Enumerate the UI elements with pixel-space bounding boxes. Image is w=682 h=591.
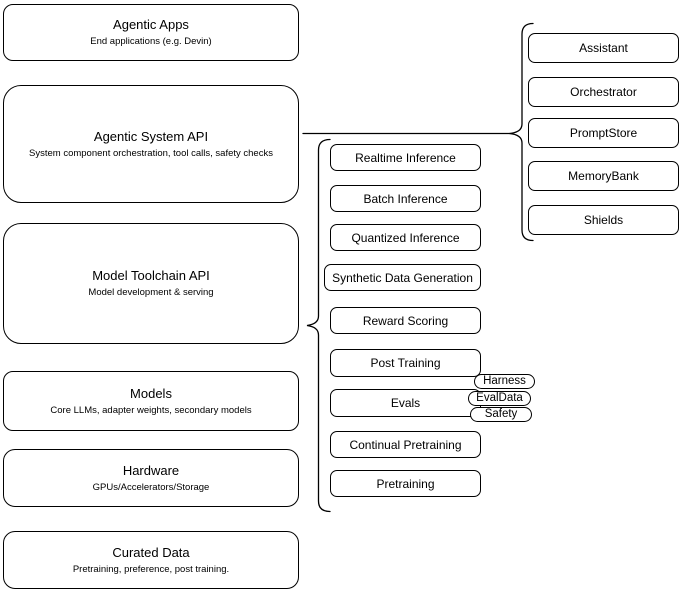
box-agentic-system-api-subtitle: System component orchestration, tool cal… [29, 147, 273, 159]
box-realtime-inference: Realtime Inference [330, 144, 481, 171]
pill-harness: Harness [474, 374, 535, 389]
box-pretraining: Pretraining [330, 470, 481, 497]
box-continual-pretraining-label: Continual Pretraining [349, 437, 462, 452]
box-memorybank: MemoryBank [528, 161, 679, 191]
box-models: Models Core LLMs, adapter weights, secon… [3, 371, 299, 431]
box-post-training: Post Training [330, 349, 481, 377]
box-curated-data-title: Curated Data [112, 544, 190, 560]
box-assistant-label: Assistant [579, 41, 628, 55]
box-continual-pretraining: Continual Pretraining [330, 431, 481, 458]
box-model-toolchain-api-subtitle: Model development & serving [88, 287, 214, 298]
box-realtime-inference-label: Realtime Inference [355, 150, 456, 165]
pill-safety: Safety [470, 407, 532, 422]
pill-evaldata-label: EvalData [476, 392, 523, 404]
box-curated-data-subtitle: Pretraining, preference, post training. [72, 563, 230, 575]
pill-harness-label: Harness [483, 375, 526, 387]
box-curated-data: Curated Data Pretraining, preference, po… [3, 531, 299, 589]
box-promptstore: PromptStore [528, 118, 679, 148]
box-agentic-system-api-title: Agentic System API [93, 128, 209, 144]
box-models-subtitle: Core LLMs, adapter weights, secondary mo… [50, 404, 252, 416]
box-hardware-subtitle: GPUs/Accelerators/Storage [92, 481, 210, 493]
box-orchestrator-label: Orchestrator [570, 85, 637, 99]
box-post-training-label: Post Training [370, 356, 441, 370]
box-models-title: Models [130, 385, 172, 401]
box-batch-inference-label: Batch Inference [363, 191, 448, 206]
box-agentic-system-api: Agentic System API System component orch… [3, 85, 299, 203]
toolchain-brace [306, 138, 331, 513]
box-quantized-inference: Quantized Inference [330, 224, 481, 251]
box-shields-label: Shields [583, 213, 624, 227]
box-model-toolchain-api-title: Model Toolchain API [92, 268, 210, 283]
box-evals-label: Evals [390, 396, 421, 410]
box-synthetic-data-generation-label: Synthetic Data Generation [332, 270, 473, 285]
box-model-toolchain-api: Model Toolchain API Model development & … [3, 223, 299, 344]
box-agentic-apps: Agentic Apps End applications (e.g. Devi… [3, 4, 299, 61]
box-agentic-apps-title: Agentic Apps [113, 17, 189, 32]
box-memorybank-label: MemoryBank [568, 169, 639, 183]
box-promptstore-label: PromptStore [569, 126, 638, 140]
box-assistant: Assistant [528, 33, 679, 63]
box-quantized-inference-label: Quantized Inference [351, 230, 460, 245]
box-hardware-title: Hardware [122, 462, 180, 478]
box-reward-scoring: Reward Scoring [330, 307, 481, 334]
box-shields: Shields [528, 205, 679, 235]
box-batch-inference: Batch Inference [330, 185, 481, 212]
pill-safety-label: Safety [484, 408, 518, 420]
box-pretraining-label: Pretraining [376, 476, 435, 491]
box-orchestrator: Orchestrator [528, 77, 679, 107]
box-evals: Evals [330, 389, 481, 417]
box-hardware: Hardware GPUs/Accelerators/Storage [3, 449, 299, 507]
box-synthetic-data-generation: Synthetic Data Generation [324, 264, 481, 291]
box-reward-scoring-label: Reward Scoring [362, 313, 449, 328]
box-agentic-apps-subtitle: End applications (e.g. Devin) [90, 36, 212, 47]
pill-evaldata: EvalData [468, 391, 531, 406]
